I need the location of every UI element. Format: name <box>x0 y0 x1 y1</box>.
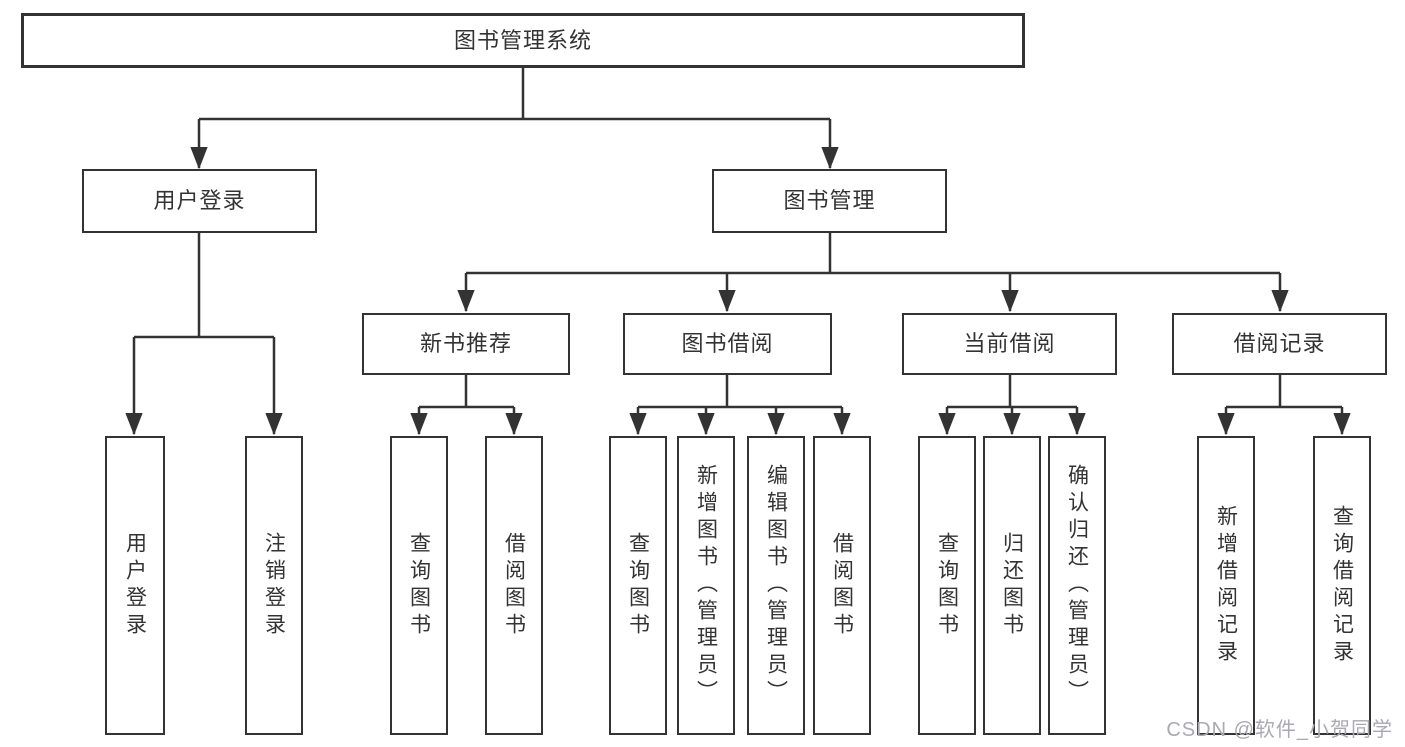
leaf-label: 注销登录 <box>262 531 286 640</box>
leaf-rec-borrow-books: 借阅图书 <box>485 436 543 735</box>
leaf-records-add-borrow-record: 新增借阅记录 <box>1197 436 1255 735</box>
csdn-watermark: CSDN @软件_小贺同学 <box>1166 719 1393 741</box>
node-user-login: 用户登录 <box>82 169 317 233</box>
leaf-label: 借阅图书 <box>830 531 854 640</box>
leaf-records-query-borrow-record: 查询借阅记录 <box>1313 436 1371 735</box>
leaf-label: 查询图书 <box>407 531 431 640</box>
node-label: 新书推荐 <box>419 331 512 356</box>
leaf-label: 查询图书 <box>935 531 959 640</box>
node-label: 图书管理 <box>783 188 876 213</box>
leaf-label: 新增图书（管理员） <box>694 464 718 707</box>
leaf-label: 借阅图书 <box>502 531 526 640</box>
node-label: 图书借阅 <box>681 331 774 356</box>
node-borrowing-records: 借阅记录 <box>1172 313 1387 375</box>
leaf-logout: 注销登录 <box>245 436 303 735</box>
node-label: 当前借阅 <box>963 331 1056 356</box>
leaf-label: 查询图书 <box>626 531 650 640</box>
leaf-label: 用户登录 <box>123 531 147 640</box>
leaf-current-return-books: 归还图书 <box>983 436 1041 735</box>
node-label: 用户登录 <box>153 188 246 213</box>
leaf-borrow-edit-books-admin: 编辑图书（管理员） <box>747 436 805 735</box>
leaf-label: 确认归还（管理员） <box>1065 464 1089 707</box>
leaf-borrow-query-books: 查询图书 <box>609 436 667 735</box>
leaf-label: 新增借阅记录 <box>1214 504 1238 667</box>
leaf-label: 查询借阅记录 <box>1330 504 1354 667</box>
leaf-current-query-books: 查询图书 <box>918 436 976 735</box>
leaf-borrow-add-books-admin: 新增图书（管理员） <box>677 436 735 735</box>
leaf-user-login: 用户登录 <box>105 436 165 735</box>
node-new-book-recommendation: 新书推荐 <box>362 313 570 375</box>
leaf-label: 编辑图书（管理员） <box>764 464 788 707</box>
node-current-borrowing: 当前借阅 <box>902 313 1117 375</box>
node-book-borrowing: 图书借阅 <box>623 313 832 375</box>
leaf-label: 归还图书 <box>1000 531 1024 640</box>
node-label: 借阅记录 <box>1233 331 1326 356</box>
leaf-current-confirm-return-admin: 确认归还（管理员） <box>1048 436 1106 735</box>
leaf-borrow-borrow-books: 借阅图书 <box>813 436 871 735</box>
node-book-management: 图书管理 <box>712 169 947 233</box>
node-label: 图书管理系统 <box>453 27 592 53</box>
leaf-rec-query-books: 查询图书 <box>390 436 448 735</box>
node-library-management-system: 图书管理系统 <box>21 13 1025 68</box>
